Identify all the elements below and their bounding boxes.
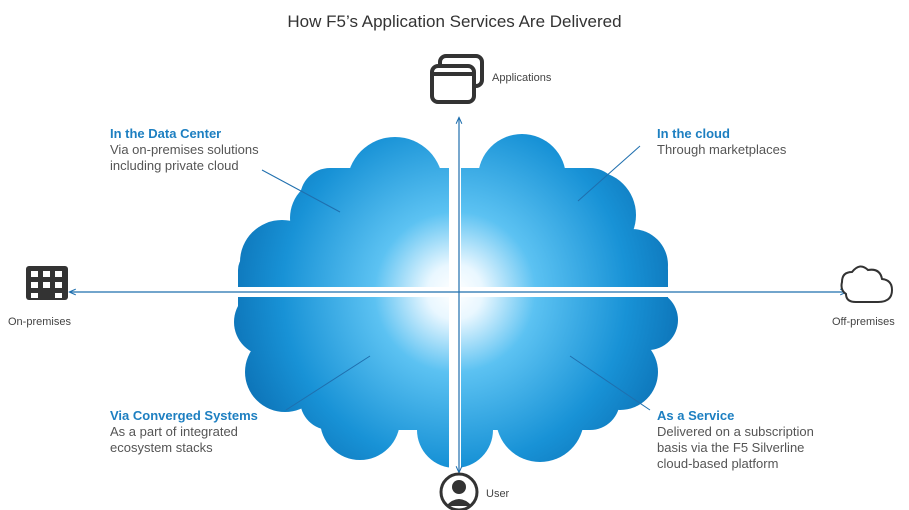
applications-label: Applications <box>492 72 552 84</box>
quadrant-line: ecosystem stacks <box>110 440 213 455</box>
quadrant-title: In the cloud <box>657 126 730 141</box>
quadrant-converged-systems: Via Converged Systems As a part of integ… <box>110 408 258 456</box>
on-premises-label: On-premises <box>8 316 71 328</box>
quadrant-title: As a Service <box>657 408 735 423</box>
quadrant-data-center: In the Data Center Via on-premises solut… <box>110 126 259 174</box>
quadrant-line: basis via the F5 Silverline <box>657 440 805 455</box>
user-label: User <box>486 488 510 500</box>
cloud-outline-icon <box>840 265 894 303</box>
leader-line-service <box>569 355 651 411</box>
quadrant-cloud: In the cloud Through marketplaces <box>657 126 786 158</box>
quadrant-line: Delivered on a subscription <box>657 424 814 439</box>
central-cloud <box>234 134 678 468</box>
leader-line-converged <box>285 355 371 411</box>
quadrant-line: Through marketplaces <box>657 142 787 157</box>
user-icon <box>439 472 479 510</box>
leader-line-cloud <box>577 145 641 202</box>
leader-line-data-center <box>261 169 341 213</box>
applications-icon <box>430 54 484 104</box>
diagram-title: How F5’s Application Services Are Delive… <box>287 12 622 31</box>
off-premises-label: Off-premises <box>832 316 895 328</box>
quadrant-title: Via Converged Systems <box>110 408 258 423</box>
building-icon <box>26 266 68 300</box>
quadrant-title: In the Data Center <box>110 126 222 141</box>
quadrant-line: Via on-premises solutions <box>110 142 259 157</box>
quadrant-line: including private cloud <box>110 158 239 173</box>
quadrant-line: As a part of integrated <box>110 424 238 439</box>
quadrant-as-a-service: As a Service Delivered on a subscription… <box>657 408 814 472</box>
quadrant-line: cloud-based platform <box>657 456 779 471</box>
